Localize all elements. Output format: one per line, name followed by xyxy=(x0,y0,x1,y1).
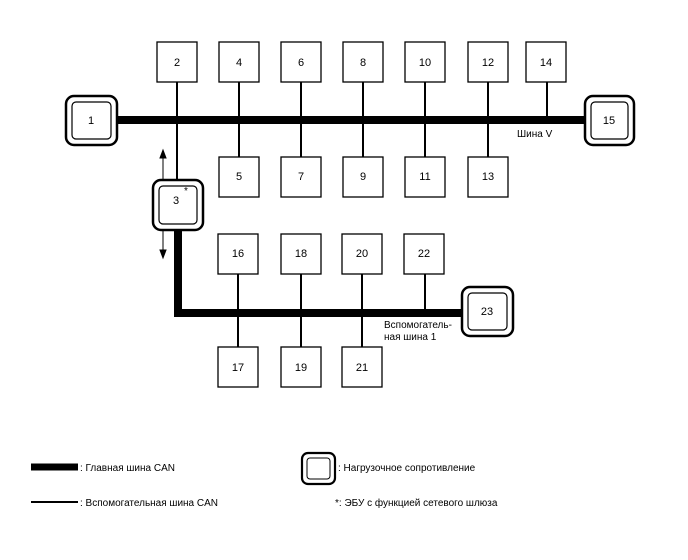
node-label-8: 8 xyxy=(360,57,366,69)
ecu-node-14 xyxy=(525,41,567,83)
ecu-node-11 xyxy=(404,156,446,198)
ecu-node-16 xyxy=(217,233,259,275)
node-label-21: 21 xyxy=(356,362,368,374)
ecu-node-21 xyxy=(341,346,383,388)
node-label-1: 1 xyxy=(88,115,94,127)
node-label-11: 11 xyxy=(419,171,430,183)
terminator-node-23 xyxy=(460,285,515,338)
ecu-node-18 xyxy=(280,233,322,275)
legend-terminator-text: : Нагрузочное сопротивление xyxy=(338,463,476,474)
ecu-node-20 xyxy=(341,233,383,275)
ecu-node-4 xyxy=(218,41,260,83)
node-label-17: 17 xyxy=(232,362,244,374)
node-label-16: 16 xyxy=(232,248,244,260)
legend-terminator-icon xyxy=(300,451,337,486)
node-label-3: 3 xyxy=(173,195,179,207)
node-label-4: 4 xyxy=(236,57,242,69)
node-label-19: 19 xyxy=(295,362,307,374)
terminator-node-15 xyxy=(583,94,636,147)
ecu-node-12 xyxy=(467,41,509,83)
node-label-13: 13 xyxy=(482,171,494,183)
node-label-9: 9 xyxy=(360,171,366,183)
ecu-node-10 xyxy=(404,41,446,83)
node-label-10: 10 xyxy=(419,57,431,69)
node-label-12: 12 xyxy=(482,57,494,69)
node-label-5: 5 xyxy=(236,171,242,183)
ecu-node-5 xyxy=(218,156,260,198)
ecu-node-8 xyxy=(342,41,384,83)
node-label-14: 14 xyxy=(540,57,552,69)
gateway-node-3 xyxy=(151,178,205,232)
ecu-node-7 xyxy=(280,156,322,198)
legend-gateway-text: *: ЭБУ с функцией сетевого шлюза xyxy=(335,497,498,509)
node-label-2: 2 xyxy=(174,57,180,69)
legend-main-bus-text: : Главная шина CAN xyxy=(80,463,175,474)
sub-bus-label-line2: ная шина 1 xyxy=(384,332,437,343)
lower-stubs xyxy=(237,274,426,347)
legend-sub-bus-text: : Вспомогательная шина CAN xyxy=(80,498,218,509)
node-label-7: 7 xyxy=(298,171,304,183)
node-label-20: 20 xyxy=(356,248,368,260)
node-label-18: 18 xyxy=(295,248,307,260)
node-label-15: 15 xyxy=(603,115,615,127)
ecu-node-19 xyxy=(280,346,322,388)
node-label-22: 22 xyxy=(418,248,430,260)
ecu-node-17 xyxy=(217,346,259,388)
node-label-6: 6 xyxy=(298,57,304,69)
ecu-node-9 xyxy=(342,156,384,198)
sub-bus-label-line1: Вспомогатель- xyxy=(384,320,452,331)
ecu-node-2 xyxy=(156,41,198,83)
node-label-23: 23 xyxy=(481,306,493,318)
bus-v-label: Шина V xyxy=(517,129,553,140)
gateway-asterisk: * xyxy=(184,186,188,197)
terminator-node-1 xyxy=(64,94,119,147)
ecu-node-22 xyxy=(403,233,445,275)
ecu-node-6 xyxy=(280,41,322,83)
upper-stubs xyxy=(176,82,548,180)
sub-can-bus-1 xyxy=(174,230,463,317)
ecu-node-13 xyxy=(467,156,509,198)
